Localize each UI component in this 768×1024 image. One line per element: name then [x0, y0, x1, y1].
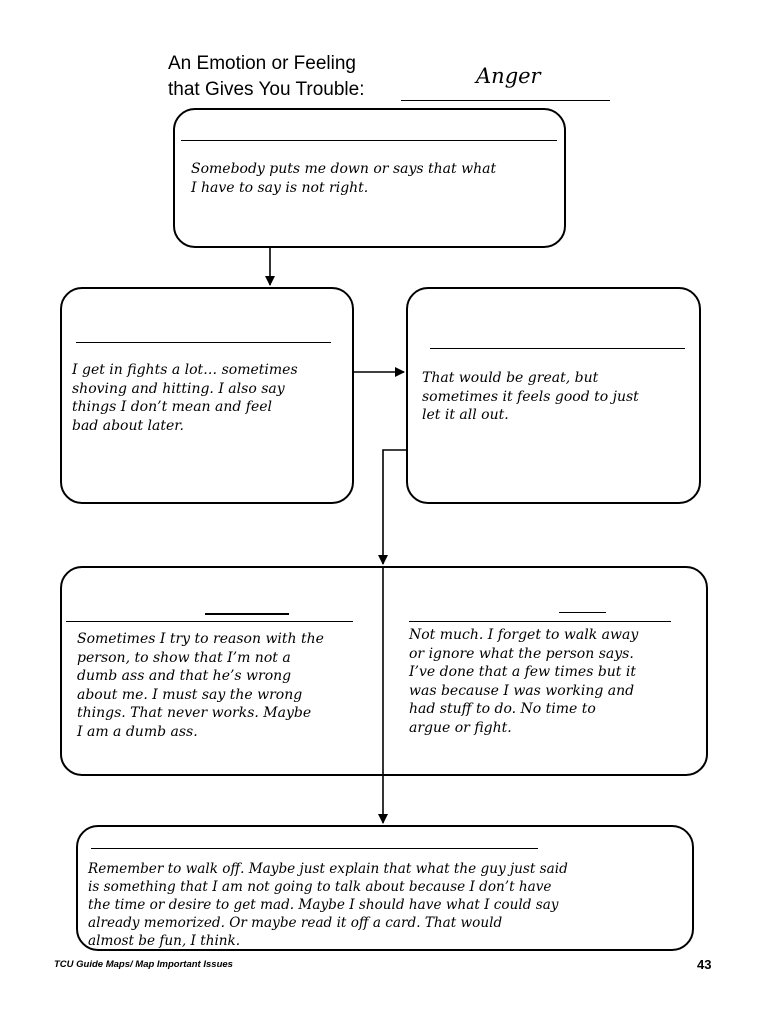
- footer-source: TCU Guide Maps/ Map Important Issues: [54, 959, 233, 970]
- prompt-line-2: that Gives You Trouble:: [168, 79, 365, 100]
- trigger-box: [173, 108, 566, 248]
- arrow-feeling-to-tried: [378, 449, 406, 565]
- tried-left-text: Sometimes I try to reason with the perso…: [77, 631, 324, 740]
- tried-right-heading-line: [409, 621, 671, 622]
- feeling-heading-line: [430, 348, 685, 349]
- plan-box: [76, 825, 694, 951]
- page-number: 43: [697, 957, 712, 972]
- tried-box: [60, 566, 708, 776]
- plan-heading-line: [91, 848, 538, 849]
- feeling-text: That would be great, but sometimes it fe…: [422, 370, 639, 423]
- tried-right-text: Not much. I forget to walk away or ignor…: [409, 627, 639, 736]
- emotion-answer: Anger: [476, 64, 541, 88]
- reaction-box: [60, 287, 354, 504]
- reaction-heading-line: [76, 342, 331, 343]
- trigger-heading-line: [181, 140, 557, 141]
- prompt-line-1: An Emotion or Feeling: [168, 53, 356, 74]
- tried-right-short-line: [559, 612, 606, 613]
- trigger-text: Somebody puts me down or says that what …: [191, 161, 497, 196]
- answer-blank-line: [401, 100, 610, 101]
- reaction-text: I get in fights a lot… sometimes shoving…: [72, 362, 298, 434]
- tried-left-short-line: [205, 613, 289, 615]
- plan-text: Remember to walk off. Maybe just explain…: [88, 861, 568, 949]
- feeling-box: [406, 287, 701, 504]
- tried-left-heading-line: [66, 621, 353, 622]
